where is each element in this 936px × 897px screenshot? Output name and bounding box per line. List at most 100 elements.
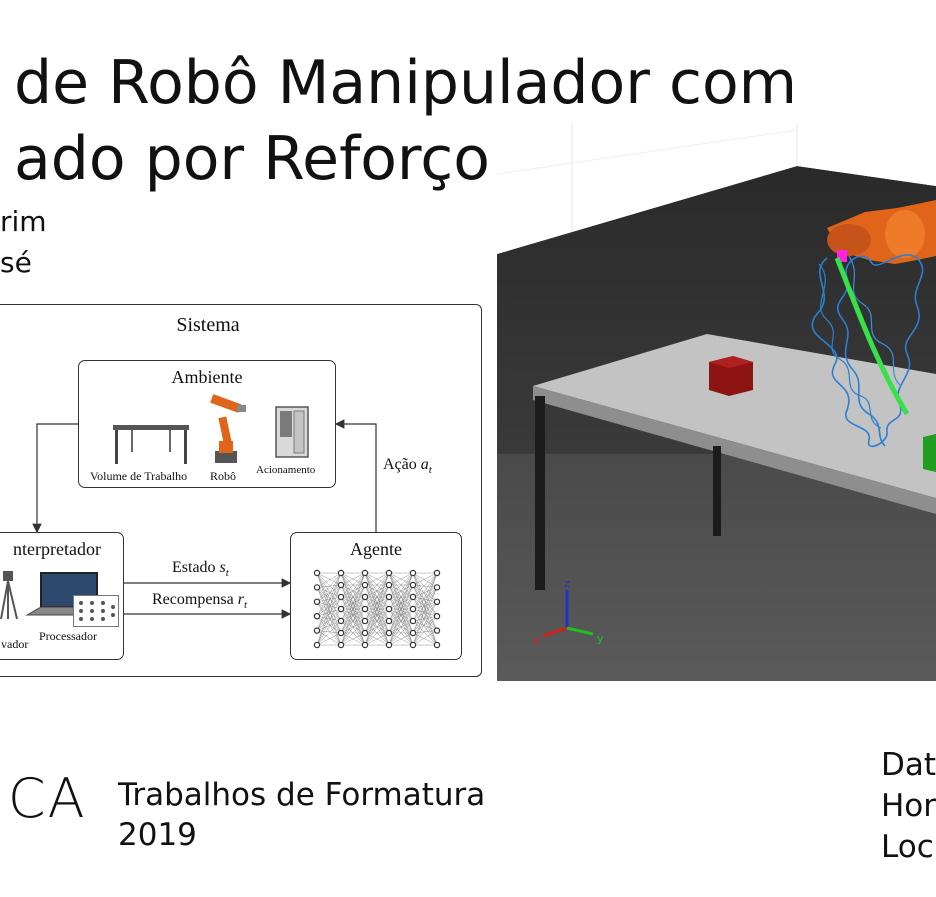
nn-edge xyxy=(412,572,438,586)
nn-node xyxy=(385,629,393,637)
nn-edge xyxy=(364,572,390,646)
nn-edge xyxy=(412,587,438,598)
reward-index: t xyxy=(243,599,248,612)
nn-edge xyxy=(364,620,390,646)
title-line-2: ado por Reforço xyxy=(14,124,490,194)
green-cube xyxy=(923,434,936,472)
nn-node xyxy=(433,598,441,606)
info-time: Hor xyxy=(881,788,936,824)
nn-edge xyxy=(340,572,366,610)
y-axis xyxy=(566,626,594,636)
nn-edge xyxy=(412,601,438,646)
system-diagram: Sistema Ambiente xyxy=(0,304,484,680)
nn-edge xyxy=(412,616,438,634)
drive-label: Acionamento xyxy=(256,464,316,476)
nn-edge xyxy=(316,630,342,634)
nn-edge xyxy=(388,572,414,622)
event-title: Trabalhos de Formatura xyxy=(118,777,486,813)
nn-node xyxy=(313,627,321,634)
nn-edge xyxy=(340,584,366,646)
state-label: Estado st xyxy=(172,559,229,580)
nn-edge xyxy=(412,584,438,617)
nn-node xyxy=(409,581,417,589)
cabinet-icon xyxy=(275,406,309,458)
action-text: Ação xyxy=(383,456,417,473)
nn-edge xyxy=(412,584,438,588)
nn-node xyxy=(361,641,369,649)
simulation-scene: z x y xyxy=(497,124,936,681)
x-axis xyxy=(542,626,568,638)
nn-edge xyxy=(340,632,366,646)
nn-edge xyxy=(316,587,342,622)
neural-network-icon xyxy=(313,569,441,649)
back-wall-top xyxy=(497,124,936,254)
nn-node xyxy=(409,641,417,649)
nn-edge xyxy=(412,608,438,646)
nn-edge xyxy=(412,572,438,610)
info-location: Loc xyxy=(881,829,934,865)
nn-edge xyxy=(412,630,438,646)
nn-edge xyxy=(412,584,438,631)
nn-edge xyxy=(364,596,390,646)
nn-edge xyxy=(316,620,342,631)
nn-node xyxy=(361,617,369,625)
environment-label: Ambiente xyxy=(171,367,243,387)
agent-box: Agente xyxy=(290,532,462,660)
author-2: sé xyxy=(0,246,32,279)
nn-edge xyxy=(316,572,342,622)
nn-edge xyxy=(316,596,342,646)
nn-edge xyxy=(316,572,342,631)
nn-edge xyxy=(412,596,438,631)
nn-edge xyxy=(364,608,390,646)
nn-node xyxy=(337,629,345,637)
nn-edge xyxy=(388,572,414,598)
nn-edge xyxy=(340,620,366,646)
nn-edge xyxy=(412,601,438,622)
nn-node xyxy=(313,641,321,649)
nn-node xyxy=(337,581,345,589)
z-axis-label: z xyxy=(564,577,570,590)
nn-node xyxy=(433,641,441,649)
nn-edge xyxy=(412,616,438,622)
nn-node xyxy=(361,605,369,613)
observer-label: vador xyxy=(1,637,29,651)
nn-edge xyxy=(364,572,390,634)
nn-edge xyxy=(388,608,414,646)
state-symbol: s xyxy=(219,559,226,576)
nn-edge xyxy=(316,601,342,634)
nn-edge xyxy=(340,572,366,622)
action-index: t xyxy=(428,464,432,477)
nn-node xyxy=(385,641,393,649)
nn-edge xyxy=(316,572,342,617)
nn-edge xyxy=(412,584,438,602)
nn-edge xyxy=(340,572,366,646)
nn-edge xyxy=(316,596,342,631)
nn-edge xyxy=(316,608,342,646)
nn-node xyxy=(313,598,321,606)
nn-edge xyxy=(364,572,390,586)
nn-edge xyxy=(388,572,414,610)
nn-edge xyxy=(412,587,438,646)
nn-node xyxy=(385,581,393,589)
nn-edge xyxy=(316,596,342,602)
nn-node xyxy=(313,613,321,620)
nn-edge xyxy=(364,572,390,622)
x-axis-label: x xyxy=(533,634,540,647)
nn-edge xyxy=(316,601,342,622)
interpreter-label: nterpretador xyxy=(13,539,101,559)
nn-node xyxy=(361,629,369,637)
robot-label: Robô xyxy=(210,469,237,483)
nn-edge xyxy=(412,572,438,646)
author-1: rim xyxy=(0,205,47,238)
nn-edge xyxy=(412,596,438,646)
robot-icon xyxy=(210,394,246,463)
nn-node xyxy=(313,584,321,591)
agent-label: Agente xyxy=(350,539,402,559)
nn-edge xyxy=(412,572,438,598)
logo-text: ICA xyxy=(0,767,87,830)
reward-label: Recompensa rt xyxy=(152,591,247,612)
nn-edge xyxy=(412,587,438,622)
nn-edge xyxy=(316,584,342,631)
nn-edge xyxy=(316,596,342,617)
nn-node xyxy=(385,593,393,601)
